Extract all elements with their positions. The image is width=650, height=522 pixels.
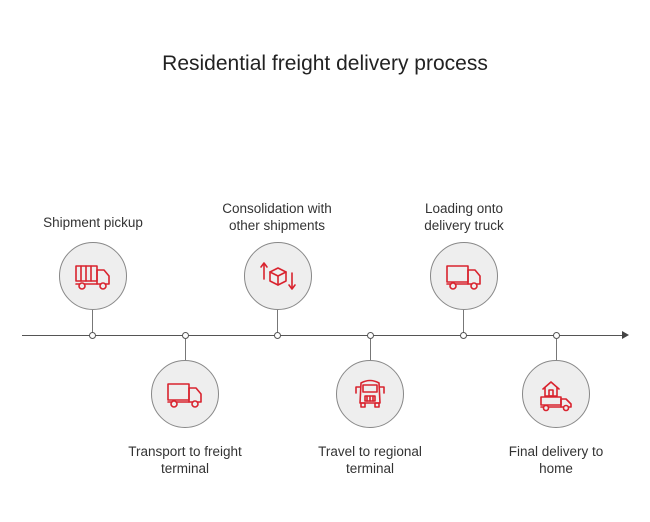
step-4-label-line-1: Travel to regional [318,444,422,459]
step-3-stem [277,310,278,333]
step-2-label-line-2: terminal [160,461,209,476]
step-5-label: Loading onto delivery truck [384,200,544,234]
step-6-stem [556,339,557,360]
diagram-title: Residential freight delivery process [162,52,488,75]
step-5-marker [460,332,467,339]
step-1-label-line-1: Shipment pickup [43,215,143,230]
step-3-marker [274,332,281,339]
step-6-label-line-1: Final delivery to [508,444,604,459]
step-6-marker [553,332,560,339]
step-2-label: Transport to freight terminal [105,443,265,477]
timeline-arrowhead [622,331,629,339]
step-3-circle [244,242,312,310]
step-4-label: Travel to regional terminal [290,443,450,477]
step-4-marker [367,332,374,339]
home-truck-icon [540,381,572,412]
step-3-label: Consolidation with other shipments [197,200,357,234]
step-2-stem [185,339,186,360]
step-2-marker [182,332,189,339]
box-truck-icon [75,265,110,290]
step-2-circle [151,360,219,428]
step-5-label-line-1: Loading onto [424,201,504,216]
semi-truck-front-icon [355,379,385,408]
step-6-circle [522,360,590,428]
step-6-label: Final delivery to home [476,443,636,477]
step-6-label-line-2: home [539,461,573,476]
step-5-label-line-2: delivery truck [424,218,504,233]
delivery-truck-icon [446,265,481,290]
step-4-circle [336,360,404,428]
timeline-axis [22,335,624,336]
step-4-label-line-2: terminal [345,461,394,476]
step-2-label-line-1: Transport to freight [128,444,242,459]
step-3-label-line-2: other shipments [228,218,326,233]
step-1-marker [89,332,96,339]
delivery-truck-icon [167,383,202,408]
step-4-stem [370,339,371,360]
step-5-stem [463,310,464,333]
step-1-label: Shipment pickup [13,214,173,231]
step-1-stem [92,310,93,333]
package-arrows-icon [260,262,296,290]
step-5-circle [430,242,498,310]
step-3-label-line-1: Consolidation with [222,201,332,216]
step-1-circle [59,242,127,310]
